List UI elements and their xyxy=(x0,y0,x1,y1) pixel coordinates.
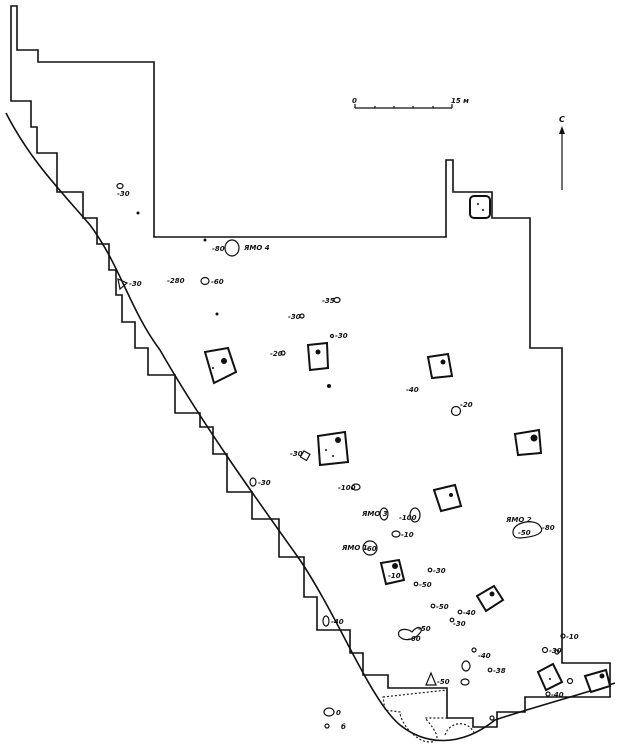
north-arrow-icon: С xyxy=(559,115,565,190)
depth-label: -10 xyxy=(388,572,401,580)
depth-label: -80 xyxy=(542,524,555,532)
house-6 xyxy=(513,428,543,457)
pit-label-3: ЯМО 3 xyxy=(361,510,388,518)
depth-label: -30 xyxy=(258,479,271,487)
depth-label: -30 xyxy=(117,190,130,198)
house-1 xyxy=(469,195,491,219)
depth-label: -30 xyxy=(549,647,562,655)
depth-label: -80 xyxy=(212,245,225,253)
depth-label: б xyxy=(341,723,346,731)
depth-label: -10 xyxy=(401,531,414,539)
depth-label: -30 xyxy=(129,280,142,288)
house-3 xyxy=(306,341,330,372)
house-2 xyxy=(203,346,238,385)
depth-label: -35 xyxy=(322,297,335,305)
house-8 xyxy=(379,558,406,586)
depth-label: -20 xyxy=(270,350,283,358)
depth-label: -60 xyxy=(408,635,421,643)
depth-label: -100 xyxy=(399,514,417,522)
pit-label-1: ЯМО 1 xyxy=(341,544,368,552)
depth-label: -40 xyxy=(331,618,344,626)
depth-label: -40 xyxy=(406,386,419,394)
dotted-feature-2 xyxy=(444,723,476,736)
depth-label: -280 xyxy=(167,277,185,285)
depth-label: -40 xyxy=(463,609,476,617)
scale-bar: 0 15 м xyxy=(352,97,469,109)
depth-label: -50 xyxy=(437,678,450,686)
depth-label: -50 xyxy=(436,603,449,611)
depth-label: 0 xyxy=(336,709,341,717)
depth-label: -60 xyxy=(211,278,224,286)
depth-label: -50 xyxy=(419,581,432,589)
depth-label: -10 xyxy=(566,633,579,641)
north-label: С xyxy=(559,115,565,124)
depth-label: -100 xyxy=(338,484,356,492)
house-5 xyxy=(316,430,350,467)
depth-label: -30 xyxy=(433,567,446,575)
excavation-boundary xyxy=(10,5,611,728)
house-9 xyxy=(475,584,505,613)
depth-label: -30 xyxy=(290,450,303,458)
house-10 xyxy=(536,662,564,692)
depth-label: -40 xyxy=(478,652,491,660)
scale-start: 0 xyxy=(352,97,357,105)
house-11 xyxy=(583,668,612,694)
pit-label-2: ЯМО 2 xyxy=(505,516,532,524)
depth-label: -40 xyxy=(551,691,564,699)
depth-labels: -30 -80 -30 -280 -60 -35 -30 -30 -20 -40… xyxy=(117,190,579,731)
house-features xyxy=(136,195,612,694)
pit-label-4: ЯМО 4 xyxy=(243,244,270,252)
depth-label: -38 xyxy=(493,667,506,675)
depth-label: -60 xyxy=(364,545,377,553)
depth-label: -30 xyxy=(288,313,301,321)
pits xyxy=(116,182,574,729)
depth-label: -20 xyxy=(460,401,473,409)
depth-label: -30 xyxy=(453,620,466,628)
depth-label: -50 xyxy=(518,529,531,537)
depth-label: -50 xyxy=(418,625,431,633)
terrace-edge-curve xyxy=(5,112,616,742)
house-7 xyxy=(432,483,463,513)
scale-end: 15 м xyxy=(451,97,469,105)
depth-label: -30 xyxy=(335,332,348,340)
house-4 xyxy=(426,352,454,380)
